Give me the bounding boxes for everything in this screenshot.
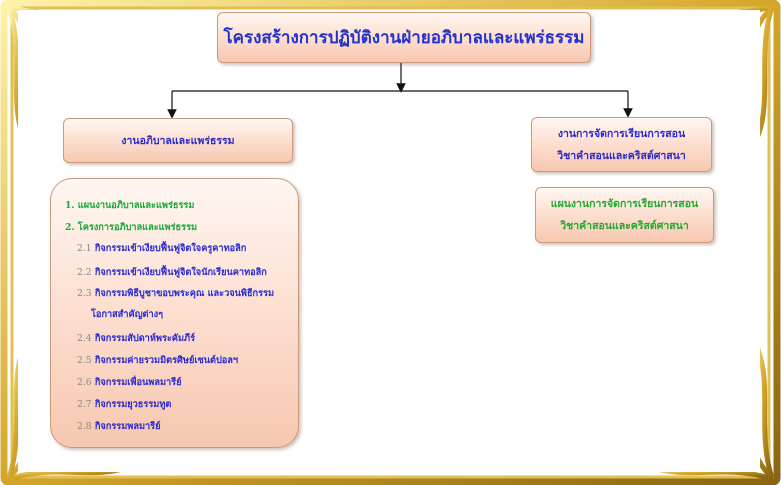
right-sub-line2: วิชาคำสอนและคริสต์ศาสนา bbox=[560, 220, 689, 232]
diagram-title-box: โครงสร้างการปฏิบัติงานฝ่ายอภิบาลและแพร่ธ… bbox=[217, 12, 591, 63]
list-item-activity: 2.7 กิจกรรมยุวธรรมทูต bbox=[77, 397, 171, 412]
list-item-activity: 2.5 กิจกรรมค่ายรวมมิตรศิษย์เซนต์ปอลฯ bbox=[77, 353, 238, 368]
right-sub-line1: แผนงานการจัดการเรียนการสอน bbox=[550, 198, 699, 210]
item-text: กิจกรรมเข้าเงียบฟื้นฟูจิตใจนักเรียนคาทอล… bbox=[94, 267, 267, 278]
right-branch-node: งานการจัดการเรียนการสอน วิชาคำสอนและคริส… bbox=[531, 117, 712, 172]
item-text: กิจกรรมเข้าเงียบฟื้นฟูจิตใจครูคาทอลิก bbox=[94, 243, 247, 254]
item-number: 2.3 bbox=[77, 288, 92, 299]
list-item-activity: 2.2 กิจกรรมเข้าเงียบฟื้นฟูจิตใจนักเรียนค… bbox=[77, 265, 267, 280]
right-branch-label-line2: วิชาคำสอนและคริสต์ศาสนา bbox=[557, 149, 686, 162]
item-number: 2.4 bbox=[77, 333, 92, 344]
item-text: กิจกรรมพิธีบูชาขอบพระคุณ และวจนพิธีกรรม bbox=[94, 288, 275, 299]
list-item-activity: 2.3 กิจกรรมพิธีบูชาขอบพระคุณ และวจนพิธีก… bbox=[77, 286, 274, 301]
left-branch-list-box: 1. แผนงานอภิบาลและแพร่ธรรม 2. โครงการอภิ… bbox=[50, 178, 299, 448]
right-sub-node: แผนงานการจัดการเรียนการสอน วิชาคำสอนและค… bbox=[535, 187, 714, 243]
item-text: กิจกรรมเพื่อนพลมารีย์ bbox=[94, 377, 182, 388]
item-number: 2.2 bbox=[77, 267, 92, 278]
item-number: 2.7 bbox=[77, 399, 92, 410]
item-number: 2.1 bbox=[77, 243, 92, 254]
item-number: 2.5 bbox=[77, 355, 92, 366]
item-text: กิจกรรมพลมารีย์ bbox=[94, 421, 161, 432]
item-text: กิจกรรมยุวธรรมทูต bbox=[94, 399, 172, 410]
list-item-plan: 1. แผนงานอภิบาลและแพร่ธรรม bbox=[65, 200, 195, 211]
list-item-activity: 2.6 กิจกรรมเพื่อนพลมารีย์ bbox=[77, 375, 181, 390]
list-item-activity: 2.1 กิจกรรมเข้าเงียบฟื้นฟูจิตใจครูคาทอลิ… bbox=[77, 241, 246, 256]
item-text: กิจกรรมสัปดาห์พระคัมภีร์ bbox=[94, 333, 196, 344]
item-number: 2.6 bbox=[77, 377, 92, 388]
list-item-activity: 2.8 กิจกรรมพลมารีย์ bbox=[77, 419, 160, 434]
item-text: กิจกรรมค่ายรวมมิตรศิษย์เซนต์ปอลฯ bbox=[94, 355, 239, 366]
list-item-project: 2. โครงการอภิบาลและแพร่ธรรม bbox=[65, 222, 198, 233]
list-item-continuation: โอกาสสำคัญต่างๆ bbox=[91, 309, 164, 320]
item-number: 2.8 bbox=[77, 421, 92, 432]
right-branch-label-line1: งานการจัดการเรียนการสอน bbox=[557, 127, 686, 140]
list-item-activity: 2.4 กิจกรรมสัปดาห์พระคัมภีร์ bbox=[77, 331, 195, 346]
diagram-title: โครงสร้างการปฏิบัติงานฝ่ายอภิบาลและแพร่ธ… bbox=[223, 28, 585, 48]
left-branch-label: งานอภิบาลและแพร่ธรรม bbox=[121, 134, 235, 147]
left-branch-node: งานอภิบาลและแพร่ธรรม bbox=[63, 118, 293, 163]
